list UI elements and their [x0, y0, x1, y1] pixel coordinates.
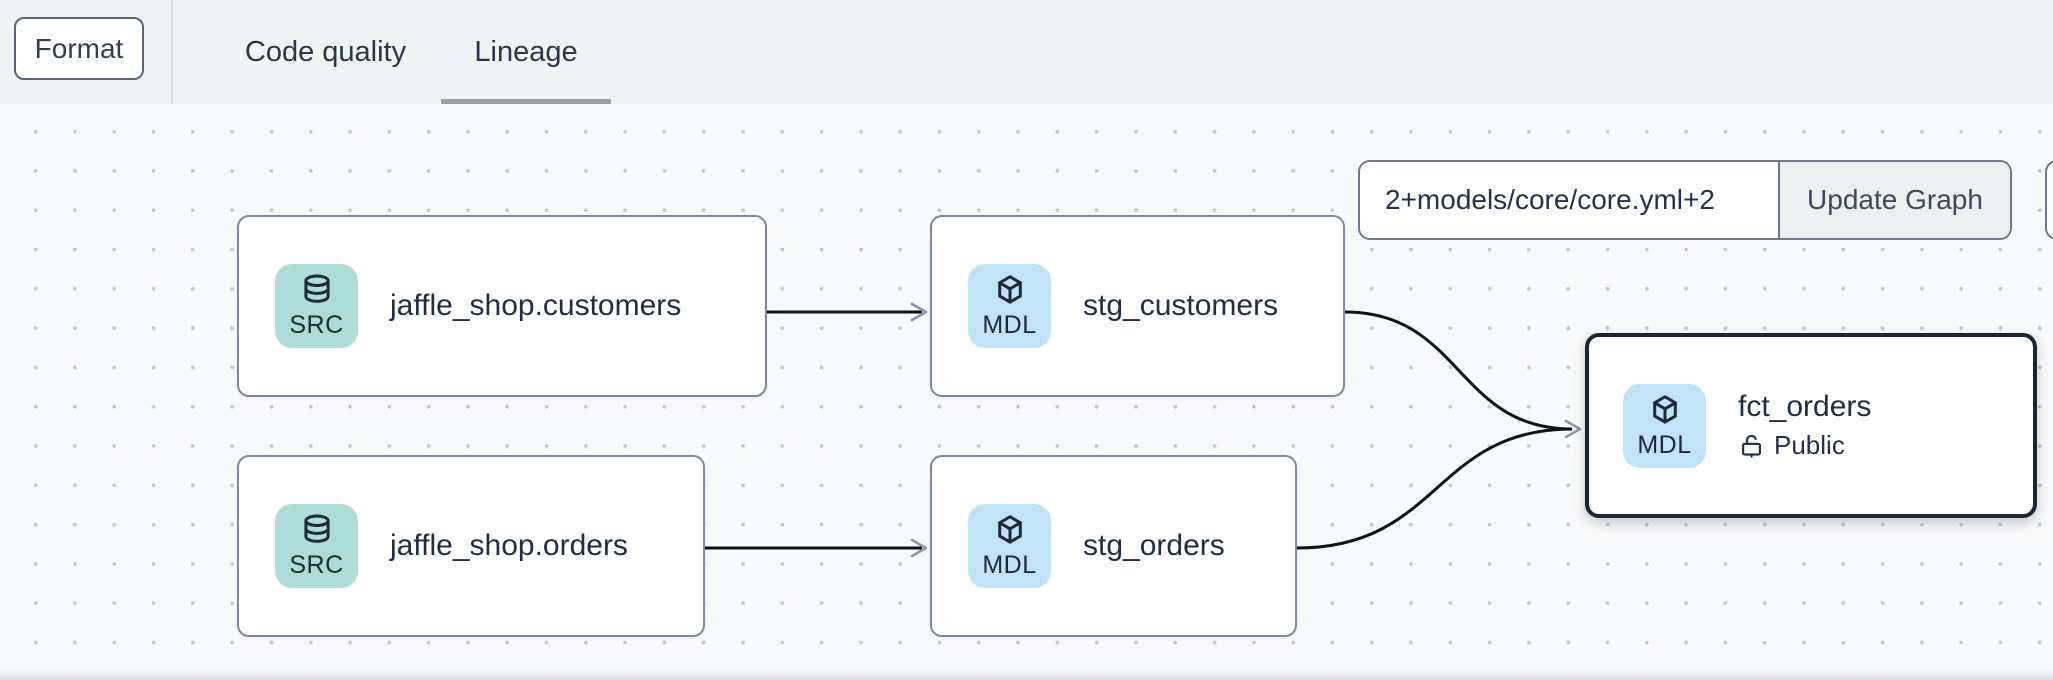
cube-icon [1652, 394, 1677, 424]
node-stg-orders[interactable]: MDL stg_orders [930, 455, 1297, 637]
cropped-control-button[interactable] [2045, 160, 2053, 240]
node-label: stg_orders [1083, 529, 1225, 562]
database-icon [303, 274, 330, 303]
node-label: stg_customers [1083, 289, 1279, 322]
badge-kind-label: MDL [1637, 430, 1692, 459]
active-tab-underline [441, 99, 611, 104]
cube-icon [997, 275, 1022, 304]
access-row: Public [1738, 430, 1871, 461]
source-badge: SRC [275, 504, 358, 588]
model-badge: MDL [1623, 383, 1706, 468]
badge-kind-label: MDL [982, 311, 1037, 339]
toolbar-divider [171, 0, 173, 104]
badge-kind-label: SRC [289, 311, 344, 339]
node-label: fct_orders [1738, 390, 1872, 423]
tab-code-quality[interactable]: Code quality [244, 35, 407, 68]
format-button[interactable]: Format [14, 17, 144, 80]
update-graph-button[interactable]: Update Graph [1778, 162, 2010, 238]
node-stg-customers[interactable]: MDL stg_customers [930, 215, 1345, 397]
node-jaffle-shop-orders[interactable]: SRC jaffle_shop.orders [237, 455, 705, 637]
model-badge: MDL [968, 264, 1051, 348]
badge-kind-label: MDL [982, 551, 1037, 579]
badge-kind-label: SRC [289, 551, 344, 579]
unlock-icon [1741, 434, 1762, 458]
selector-input[interactable] [1360, 162, 1778, 238]
graph-selector-group: Update Graph [1358, 160, 2012, 240]
tab-lineage[interactable]: Lineage [474, 35, 578, 68]
editor-toolbar: Format Code quality Lineage [0, 0, 2053, 104]
node-fct-orders[interactable]: MDL fct_orders Public [1585, 333, 2037, 518]
database-icon [303, 514, 330, 543]
model-badge: MDL [968, 504, 1051, 588]
source-badge: SRC [275, 264, 358, 348]
node-label: jaffle_shop.orders [390, 529, 628, 562]
node-jaffle-shop-customers[interactable]: SRC jaffle_shop.customers [237, 215, 767, 397]
node-label: jaffle_shop.customers [390, 289, 682, 322]
access-label: Public [1774, 430, 1845, 460]
cube-icon [997, 515, 1022, 544]
